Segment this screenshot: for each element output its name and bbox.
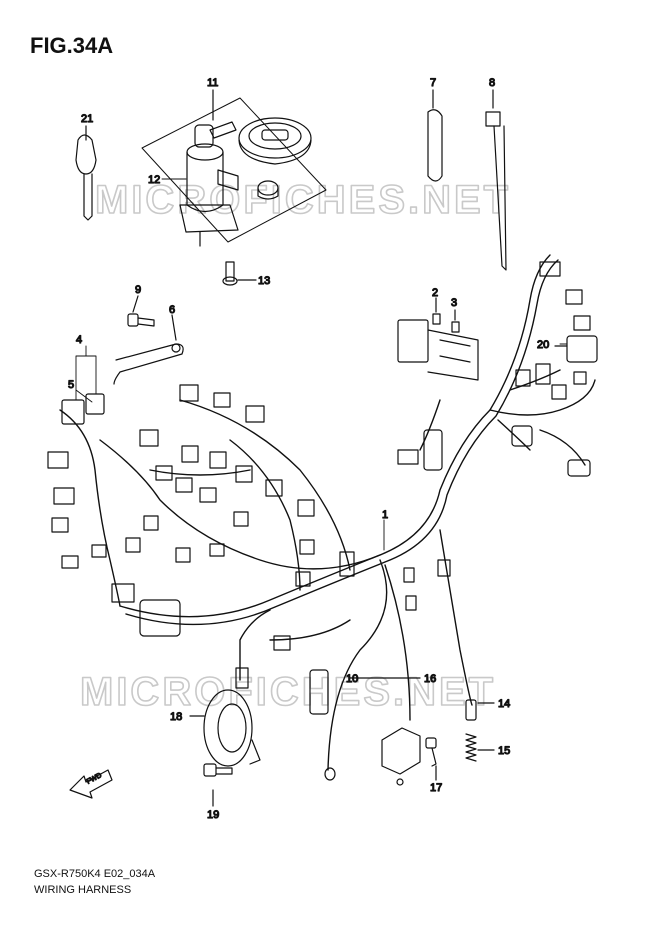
key-drawing bbox=[75, 125, 97, 221]
leader-lines bbox=[75, 178, 568, 551]
fuses-drawing bbox=[432, 297, 460, 333]
horn-drawing bbox=[189, 689, 261, 767]
figure-title: FIG.34A bbox=[30, 33, 114, 58]
fuel-cap-drawing bbox=[238, 117, 312, 165]
bracket-drawing bbox=[113, 314, 184, 385]
callout-14: 14 bbox=[498, 698, 510, 710]
callout-4: 4 bbox=[76, 334, 82, 346]
callout-7: 7 bbox=[430, 77, 436, 89]
callout-3: 3 bbox=[451, 297, 457, 309]
callout-21: 21 bbox=[81, 113, 93, 125]
callout-9: 9 bbox=[135, 284, 141, 296]
connectors-drawing bbox=[47, 261, 591, 715]
diagram-code: GSX-R750K4 E02_034A bbox=[34, 868, 156, 880]
clamp-drawing bbox=[427, 89, 443, 182]
screw-13-drawing bbox=[222, 261, 257, 286]
forward-arrow: FWD bbox=[69, 769, 113, 799]
callout-18: 18 bbox=[170, 711, 182, 723]
callout-numbers: 1 2 3 4 5 6 7 8 9 10 11 12 13 14 15 16 1… bbox=[67, 76, 549, 821]
side-stand-switch-drawing bbox=[381, 727, 437, 786]
spring-drawing bbox=[465, 733, 495, 762]
switch-drawing bbox=[465, 699, 495, 721]
callout-2: 2 bbox=[432, 287, 438, 299]
diagram-title: WIRING HARNESS bbox=[34, 884, 132, 896]
ground-wire-drawing bbox=[324, 677, 373, 781]
callout-10: 10 bbox=[346, 673, 358, 685]
watermark-top: MICROFICHES.NET bbox=[95, 178, 511, 222]
callout-15: 15 bbox=[498, 745, 510, 757]
ignition-switch-drawing bbox=[179, 121, 239, 247]
cable-tie-drawing bbox=[485, 89, 507, 271]
relay-drawing bbox=[554, 335, 598, 363]
lock-set-group bbox=[141, 89, 327, 247]
callout-6: 6 bbox=[169, 304, 175, 316]
callout-16: 16 bbox=[424, 673, 436, 685]
callout-8: 8 bbox=[489, 77, 495, 89]
seat-lock-drawing bbox=[257, 180, 279, 200]
callout-13: 13 bbox=[258, 275, 270, 287]
fuse-box-drawing bbox=[397, 319, 479, 381]
callout-11: 11 bbox=[207, 77, 218, 89]
callout-17: 17 bbox=[430, 782, 442, 794]
bolt-9-drawing bbox=[127, 295, 155, 327]
callout-5: 5 bbox=[68, 379, 74, 391]
bolt-19-drawing bbox=[203, 763, 233, 807]
callout-20: 20 bbox=[537, 339, 549, 351]
callout-1: 1 bbox=[382, 509, 388, 521]
watermark-bottom: MICROFICHES.NET bbox=[80, 670, 496, 714]
callout-19: 19 bbox=[207, 809, 219, 821]
callout-12: 12 bbox=[148, 174, 160, 186]
